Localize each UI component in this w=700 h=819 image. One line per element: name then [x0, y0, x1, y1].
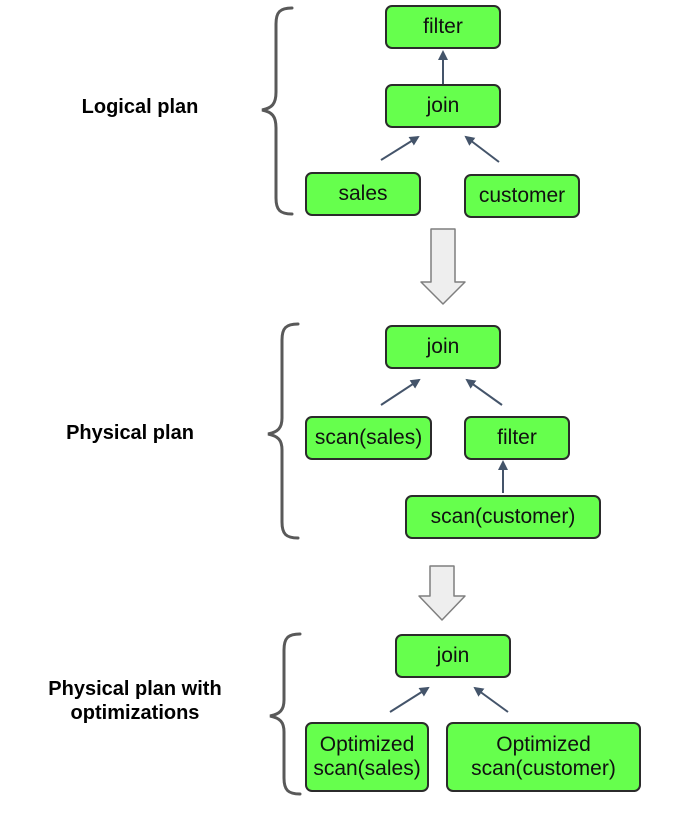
- physical-filter-to-join-arrow: [465, 378, 503, 406]
- optimized-scan-sales-text-line2: scan(sales): [313, 757, 421, 780]
- physical-scan-customer-text: scan(customer): [430, 505, 576, 528]
- physical-join-text: join: [426, 335, 460, 358]
- optimized-plan-label-line2: optimizations: [70, 702, 200, 724]
- optimized-plan-label-line1: Physical plan with: [48, 678, 222, 700]
- logical-join-node: join: [385, 84, 501, 128]
- physical-plan-label: Physical plan: [66, 422, 194, 444]
- logical-sales-node: sales: [305, 172, 421, 216]
- logical-filter-node: filter: [385, 5, 501, 49]
- logical-join-text: join: [426, 94, 460, 117]
- logical-sales-to-join-arrow: [380, 135, 420, 161]
- optimized-scan-sales-node: Optimized scan(sales): [305, 722, 429, 792]
- optimized-bracket: [269, 632, 302, 796]
- logical-bracket: [261, 6, 294, 216]
- physical-scan-sales-node: scan(sales): [305, 416, 432, 460]
- logical-plan-label: Logical plan: [81, 96, 199, 118]
- logical-customer-text: customer: [478, 184, 566, 207]
- optimized-plan-label: Physical plan with optimizations: [20, 677, 250, 725]
- logical-customer-node: customer: [464, 174, 580, 218]
- optimized-join-node: join: [395, 634, 511, 678]
- optimized-scan-customer-text-line2: scan(customer): [471, 757, 616, 780]
- logical-sales-text: sales: [338, 182, 388, 205]
- optimized-scan-sales-text-line1: Optimized: [319, 733, 415, 756]
- transition-arrow-1: [420, 228, 466, 305]
- physical-join-node: join: [385, 325, 501, 369]
- logical-customer-to-join-arrow: [464, 135, 500, 163]
- optimized-join-text: join: [436, 644, 470, 667]
- physical-filter-text: filter: [497, 426, 537, 449]
- physical-filter-node: filter: [464, 416, 570, 460]
- physical-scan-sales-to-join-arrow: [380, 378, 421, 406]
- physical-bracket: [267, 322, 300, 540]
- optimized-scan-customer-text-line1: Optimized: [496, 733, 591, 756]
- physical-scan-customer-node: scan(customer): [405, 495, 601, 539]
- transition-arrow-2: [418, 565, 466, 621]
- optimized-scan-customer-to-join-arrow: [473, 686, 509, 713]
- logical-filter-text: filter: [423, 15, 463, 38]
- physical-scan-sales-text: scan(sales): [314, 426, 423, 449]
- optimized-scan-sales-to-join-arrow: [389, 686, 430, 713]
- optimized-scan-customer-node: Optimized scan(customer): [446, 722, 641, 792]
